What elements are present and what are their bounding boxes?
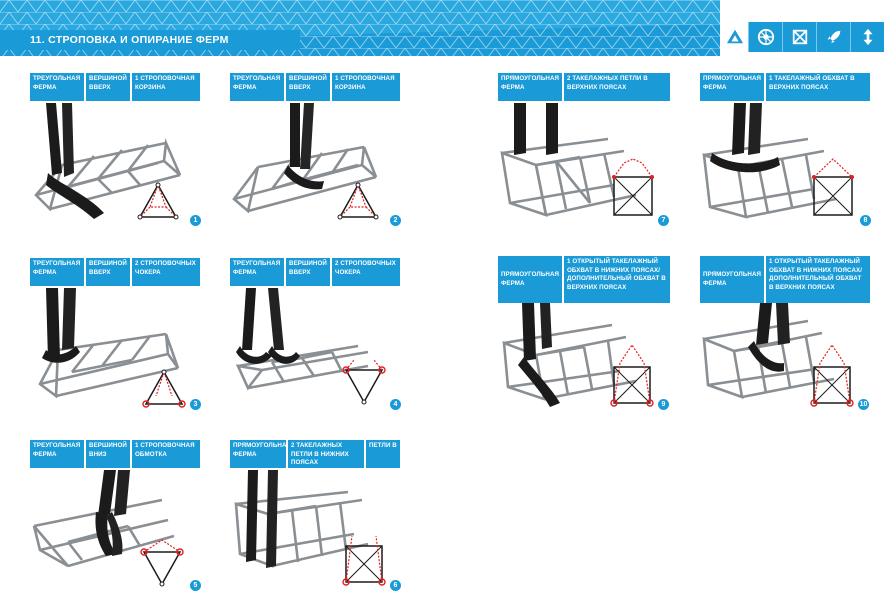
rigging-card-5: ТРЕУГОЛЬНАЯ ФЕРМА ВЕРШИНОЙ ВНИЗ 1 СТРОПО… <box>30 440 200 468</box>
crossed-square-icon <box>792 29 807 45</box>
card-labels: ТРЕУГОЛЬНАЯ ФЕРМА ВЕРШИНОЙ ВВЕРХ 2 СТРОП… <box>30 258 200 286</box>
rigging-card-10: ПРЯМОУГОЛЬНАЯ ФЕРМА 1 ОТКРЫТЫЙ ТАКЕЛАЖНЫ… <box>700 256 870 303</box>
orientation-label: ВЕРШИНОЙ ВВЕРХ <box>86 73 132 101</box>
wheel-icon <box>757 28 774 46</box>
truss-illustration-3: 3 <box>28 288 206 416</box>
sling-method-label: 2 СТРОПОВОЧНЫХ ЧОКЕРА <box>132 258 200 286</box>
step-number-badge: 8 <box>860 215 871 226</box>
truss-type-label: ПРЯМОУГОЛЬНАЯ ФЕРМА <box>498 256 564 303</box>
up-down-arrows-icon <box>863 28 872 46</box>
triangle-icon <box>726 29 744 44</box>
card-labels: ПРЯМОУГОЛЬНАЯ ФЕРМА 2 ТАКЕЛАЖНЫХ ПЕТЛИ В… <box>498 73 670 101</box>
truss-type-label: ПРЯМОУГОЛЬНАЯ ФЕРМА <box>700 73 766 101</box>
wheel-tab[interactable] <box>748 22 782 52</box>
truss-illustration-10: 10 <box>698 303 876 415</box>
card-labels: ТРЕУГОЛЬНАЯ ФЕРМА ВЕРШИНОЙ ВВЕРХ 2 СТРОП… <box>230 258 400 286</box>
step-number-badge: 9 <box>658 399 669 410</box>
card-labels: ПРЯМОУГОЛЬНАЯ ФЕРМА 1 ОТКРЫТЫЙ ТАКЕЛАЖНЫ… <box>700 256 870 303</box>
sling-method-label: 1 ТАКЕЛАЖНЫЙ ОБХВАТ В ВЕРХНИХ ПОЯСАХ <box>766 73 870 101</box>
truss-type-label: ПРЯМОУГОЛЬНАЯ ФЕРМА <box>230 440 288 468</box>
sling-method-label: 1 СТРОПОВОЧНАЯ КОРЗИНА <box>132 73 200 101</box>
sling-method-extra-label: ПЕТЛИ В <box>366 440 400 468</box>
sling-method-label: 1 ОТКРЫТЫЙ ТАКЕЛАЖНЫЙ ОБХВАТ В НИЖНИХ ПО… <box>766 256 870 303</box>
truss-illustration-9: 9 <box>496 303 674 415</box>
section-icon-tabs <box>722 22 884 52</box>
truss-illustration-4: 4 <box>228 288 406 416</box>
step-number-badge: 6 <box>390 580 401 591</box>
sling-method-label: 1 СТРОПОВОЧНАЯ КОРЗИНА <box>332 73 400 101</box>
truss-type-label: ТРЕУГОЛЬНАЯ ФЕРМА <box>230 258 286 286</box>
truss-illustration-1: 1 <box>28 103 206 231</box>
step-number-badge: 5 <box>190 580 201 591</box>
card-labels: ТРЕУГОЛЬНАЯ ФЕРМА ВЕРШИНОЙ ВВЕРХ 1 СТРОП… <box>30 73 200 101</box>
sling-method-label: 2 ТАКЕЛАЖНЫХ ПЕТЛИ В НИЖНИХ ПОЯСАХ <box>288 440 366 468</box>
truss-type-label: ТРЕУГОЛЬНАЯ ФЕРМА <box>30 73 86 101</box>
truss-type-label: ТРЕУГОЛЬНАЯ ФЕРМА <box>30 258 86 286</box>
truss-type-label: ТРЕУГОЛЬНАЯ ФЕРМА <box>230 73 286 101</box>
truss-type-label: ПРЯМОУГОЛЬНАЯ ФЕРМА <box>498 73 564 101</box>
rigging-card-3: ТРЕУГОЛЬНАЯ ФЕРМА ВЕРШИНОЙ ВВЕРХ 2 СТРОП… <box>30 258 200 286</box>
truss-illustration-6: 6 <box>228 470 406 596</box>
card-labels: ПРЯМОУГОЛЬНАЯ ФЕРМА 2 ТАКЕЛАЖНЫХ ПЕТЛИ В… <box>230 440 400 468</box>
up-down-tab[interactable] <box>850 22 884 52</box>
card-labels: ТРЕУГОЛЬНАЯ ФЕРМА ВЕРШИНОЙ ВВЕРХ 1 СТРОП… <box>230 73 400 101</box>
step-number-badge: 3 <box>190 399 201 410</box>
orientation-label: ВЕРШИНОЙ ВВЕРХ <box>286 258 332 286</box>
step-number-badge: 4 <box>390 399 401 410</box>
rigging-card-2: ТРЕУГОЛЬНАЯ ФЕРМА ВЕРШИНОЙ ВВЕРХ 1 СТРОП… <box>230 73 400 101</box>
rigging-card-9: ПРЯМОУГОЛЬНАЯ ФЕРМА 1 ОТКРЫТЫЙ ТАКЕЛАЖНЫ… <box>498 256 670 303</box>
sling-method-label: 1 СТРОПОВОЧНАЯ ОБМОТКА <box>132 440 200 468</box>
rigging-card-6: ПРЯМОУГОЛЬНАЯ ФЕРМА 2 ТАКЕЛАЖНЫХ ПЕТЛИ В… <box>230 440 400 468</box>
card-labels: ПРЯМОУГОЛЬНАЯ ФЕРМА 1 ОТКРЫТЫЙ ТАКЕЛАЖНЫ… <box>498 256 670 303</box>
section-title: 11. СТРОПОВКА И ОПИРАНИЕ ФЕРМ <box>30 34 229 46</box>
rigging-card-8: ПРЯМОУГОЛЬНАЯ ФЕРМА 1 ТАКЕЛАЖНЫЙ ОБХВАТ … <box>700 73 870 101</box>
sling-method-label: 2 СТРОПОВОЧНЫХ ЧОКЕРА <box>332 258 400 286</box>
step-number-badge: 7 <box>658 215 669 226</box>
rigging-card-4: ТРЕУГОЛЬНАЯ ФЕРМА ВЕРШИНОЙ ВВЕРХ 2 СТРОП… <box>230 258 400 286</box>
rocket-tab[interactable] <box>816 22 850 52</box>
truss-illustration-8: 8 <box>698 103 876 231</box>
orientation-label: ВЕРШИНОЙ ВВЕРХ <box>86 258 132 286</box>
card-labels: ПРЯМОУГОЛЬНАЯ ФЕРМА 1 ТАКЕЛАЖНЫЙ ОБХВАТ … <box>700 73 870 101</box>
card-labels: ТРЕУГОЛЬНАЯ ФЕРМА ВЕРШИНОЙ ВНИЗ 1 СТРОПО… <box>30 440 200 468</box>
orientation-label: ВЕРШИНОЙ ВВЕРХ <box>286 73 332 101</box>
rigging-card-1: ТРЕУГОЛЬНАЯ ФЕРМА ВЕРШИНОЙ ВВЕРХ 1 СТРОП… <box>30 73 200 101</box>
truss-illustration-7: 7 <box>496 103 674 231</box>
header-pattern <box>0 0 720 56</box>
rocket-icon <box>827 30 840 44</box>
sling-method-label: 2 ТАКЕЛАЖНЫХ ПЕТЛИ В ВЕРХНИХ ПОЯСАХ <box>564 73 670 101</box>
orientation-label: ВЕРШИНОЙ ВНИЗ <box>86 440 132 468</box>
rigging-card-7: ПРЯМОУГОЛЬНАЯ ФЕРМА 2 ТАКЕЛАЖНЫХ ПЕТЛИ В… <box>498 73 670 101</box>
truss-type-label: ТРЕУГОЛЬНАЯ ФЕРМА <box>30 440 86 468</box>
truss-illustration-2: 2 <box>228 103 406 231</box>
page-header: 11. СТРОПОВКА И ОПИРАНИЕ ФЕРМ <box>0 0 894 56</box>
step-number-badge: 2 <box>390 215 401 226</box>
step-number-badge: 10 <box>858 399 869 410</box>
truss-illustration-5: 5 <box>28 470 206 596</box>
step-number-badge: 1 <box>190 215 201 226</box>
sling-method-label: 1 ОТКРЫТЫЙ ТАКЕЛАЖНЫЙ ОБХВАТ В НИЖНИХ ПО… <box>564 256 670 303</box>
triangle-tab[interactable] <box>722 22 748 52</box>
crossed-square-tab[interactable] <box>782 22 816 52</box>
truss-type-label: ПРЯМОУГОЛЬНАЯ ФЕРМА <box>700 256 766 303</box>
